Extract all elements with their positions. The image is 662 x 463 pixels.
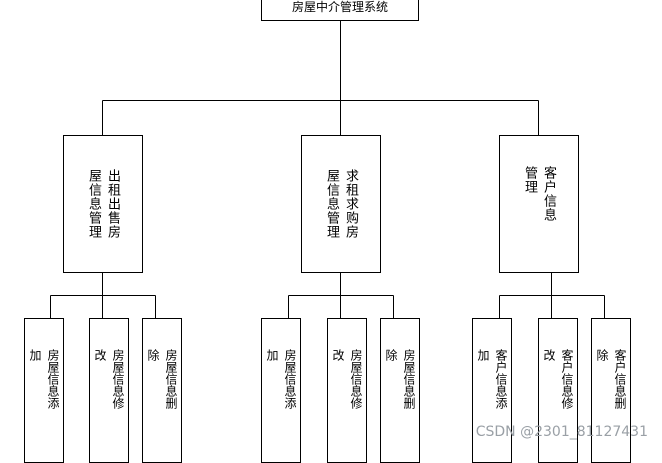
watermark-text: CSDN @2301_81127431 [475,424,648,440]
leaf-node-line: 加 [28,349,42,361]
leaf-node-line: 客户信息修 [560,349,574,409]
leaf-node: 客户信息添 加 [472,318,512,463]
module-node-line: 客户信息 [541,166,556,222]
org-chart-canvas: 房屋中介管理系统 出租出售房 屋信息管理 求租求购房 屋信息管理 客户信息 管理… [24,0,648,463]
leaf-node-line: 除 [146,349,160,361]
leaf-node: 房屋信息添 加 [24,318,64,463]
leaf-node: 房屋信息修 改 [89,318,129,463]
module-node-line: 出租出售房 [105,169,120,239]
leaf-node-line: 房屋信息修 [111,349,125,409]
module-node-wanted: 求租求购房 屋信息管理 [301,135,381,273]
leaf-node-line: 客户信息删 [613,349,627,409]
leaf-node: 房屋信息添 加 [261,318,301,463]
leaf-node-line: 房屋信息删 [402,349,416,409]
leaf-node-line: 房屋信息添 [283,349,297,409]
leaf-node: 房屋信息修 改 [327,318,367,463]
module-node-rental-sale: 出租出售房 屋信息管理 [63,135,143,273]
leaf-node-line: 改 [93,349,107,361]
leaf-node-line: 除 [595,349,609,361]
leaf-node-line: 加 [476,349,490,361]
leaf-node: 客户信息删 除 [591,318,631,463]
connector-lines [50,21,605,318]
leaf-node-line: 除 [384,349,398,361]
module-node-line: 求租求购房 [343,169,358,239]
root-node: 房屋中介管理系统 [261,0,419,21]
leaf-node-line: 客户信息添 [494,349,508,409]
module-node-line: 屋信息管理 [324,169,339,239]
leaf-node: 房屋信息删 除 [142,318,182,463]
module-node-line: 管理 [522,166,537,194]
leaf-node-line: 改 [542,349,556,361]
root-node-label: 房屋中介管理系统 [291,0,388,14]
leaf-node-line: 加 [265,349,279,361]
leaf-node-line: 房屋信息添 [46,349,60,409]
leaf-node: 房屋信息删 除 [380,318,420,463]
leaf-node-line: 房屋信息修 [349,349,363,409]
leaf-node-line: 改 [331,349,345,361]
module-node-line: 屋信息管理 [86,169,101,239]
leaf-node-line: 房屋信息删 [164,349,178,409]
leaf-node: 客户信息修 改 [538,318,578,463]
module-node-customer: 客户信息 管理 [499,135,579,273]
